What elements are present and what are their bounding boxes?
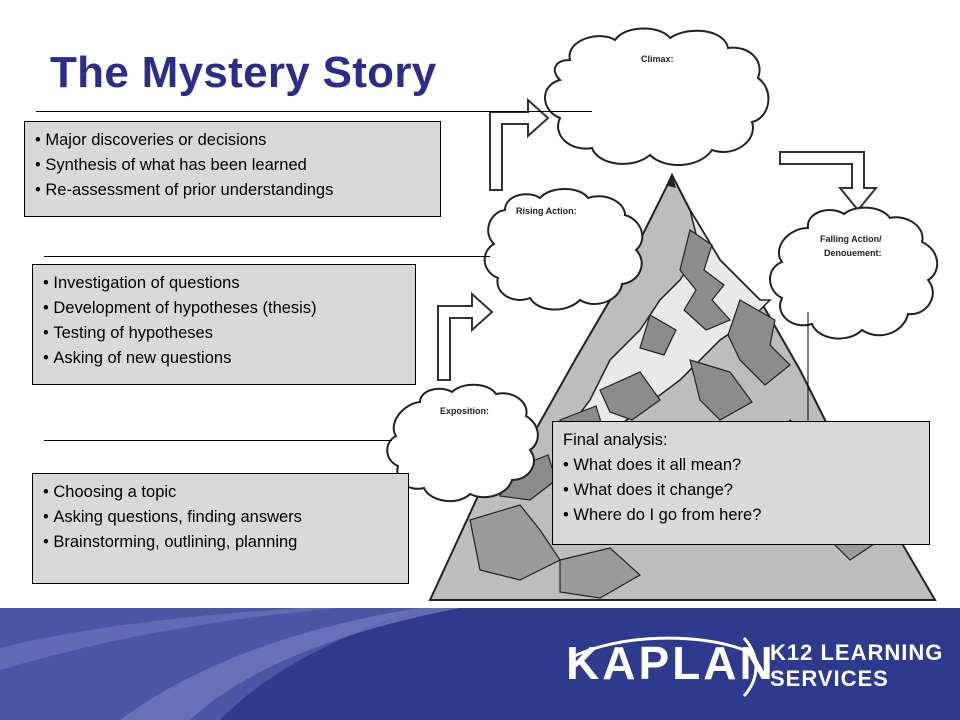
arrow-to-rising-action	[437, 291, 494, 381]
exposition-detail-item: Brainstorming, outlining, planning	[43, 530, 398, 555]
arrow-to-falling-action	[779, 151, 879, 212]
exposition-detail-item: Choosing a topic	[43, 480, 398, 505]
climax-detail-item: Re-assessment of prior understandings	[35, 178, 430, 203]
climax-detail-item: Major discoveries or decisions	[35, 128, 430, 153]
rising-action-cloud-label: Rising Action:	[516, 206, 577, 216]
exposition-cloud-label: Exposition:	[440, 406, 489, 416]
final-analysis-item: What does it change?	[563, 478, 919, 503]
rising-action-detail-item: Investigation of questions	[43, 271, 405, 296]
rising-action-detail-item: Development of hypotheses (thesis)	[43, 296, 405, 321]
rising-action-detail-item: Asking of new questions	[43, 346, 405, 371]
kaplan-logo-arc	[569, 636, 745, 660]
cloud-climax	[544, 27, 770, 167]
falling-action-cloud-label-line1: Falling Action/	[820, 234, 882, 244]
arrow-to-climax	[489, 97, 550, 191]
logo-tagline-line2: SERVICES	[770, 666, 889, 691]
kaplan-logo-wordmark: KAPLAN	[566, 637, 776, 689]
footer-band: KAPLAN K12 LEARNING SERVICES	[0, 608, 960, 720]
climax-detail-item: Synthesis of what has been learned	[35, 153, 430, 178]
cloud-rising-action	[483, 188, 644, 311]
rising-action-details-box: Investigation of questions Development o…	[32, 264, 416, 385]
rising-action-rule-line	[44, 256, 490, 257]
falling-action-cloud-label-line2: Denouement:	[824, 248, 882, 258]
final-analysis-item: Where do I go from here?	[563, 503, 919, 528]
final-analysis-item: What does it all mean?	[563, 453, 919, 478]
climax-cloud-label: Climax:	[641, 54, 674, 64]
exposition-details-box: Choosing a topic Asking questions, findi…	[32, 473, 409, 584]
slide-title: The Mystery Story	[50, 48, 437, 97]
final-analysis-heading: Final analysis:	[563, 431, 668, 449]
logo-tagline-line1: K12 LEARNING	[770, 640, 944, 665]
cloud-falling-action	[769, 206, 938, 340]
exposition-detail-item: Asking questions, finding answers	[43, 505, 398, 530]
exposition-rule-line	[44, 440, 392, 441]
footer-background	[0, 608, 960, 720]
rising-action-detail-item: Testing of hypotheses	[43, 321, 405, 346]
cloud-exposition	[386, 383, 539, 503]
climax-details-box: Major discoveries or decisions Synthesis…	[24, 121, 441, 217]
climax-rule-line	[36, 111, 592, 112]
final-analysis-box: Final analysis: What does it all mean? W…	[552, 421, 930, 545]
